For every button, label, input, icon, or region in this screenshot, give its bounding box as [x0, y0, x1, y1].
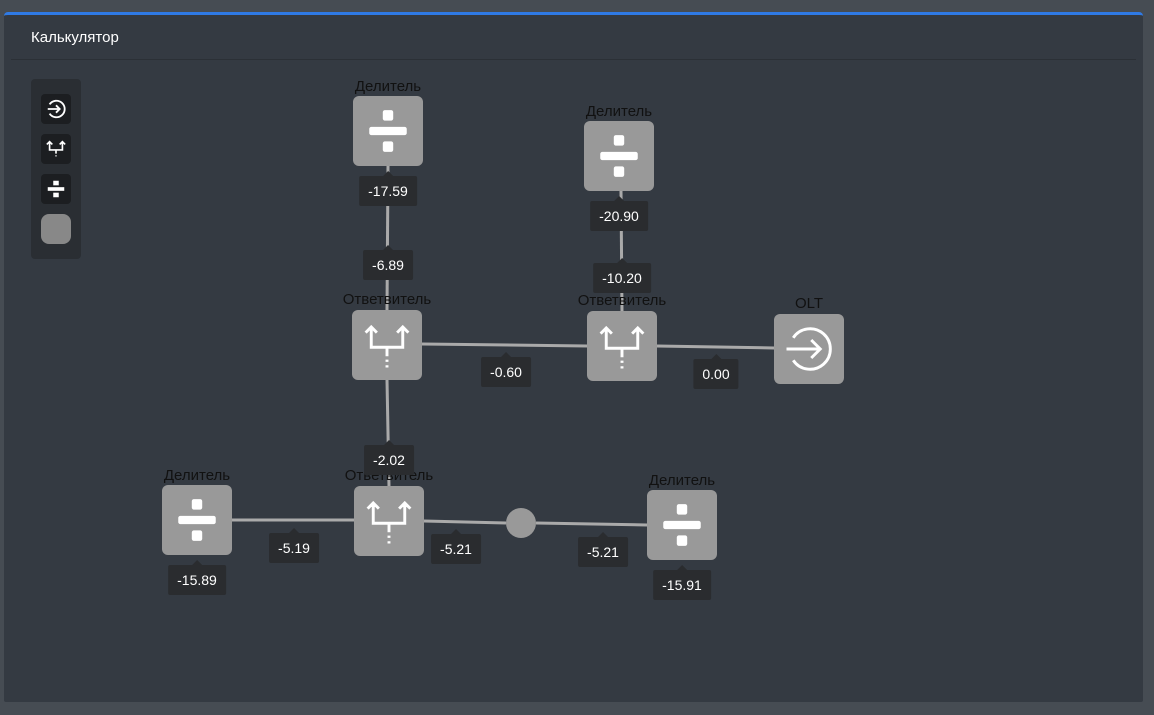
coupler-node[interactable]: [352, 310, 422, 380]
node-value: -17.59: [359, 171, 417, 206]
divider-icon: [178, 499, 216, 541]
node-label: Делитель: [585, 103, 653, 120]
node-label: Делитель: [163, 467, 231, 484]
add-divider-button[interactable]: [41, 174, 71, 204]
edge-value: -10.20: [593, 258, 651, 293]
coupler-icon: [46, 140, 66, 157]
divider-icon: [600, 135, 638, 177]
edge-value: -0.60: [481, 352, 531, 387]
header-divider: [11, 59, 1136, 60]
edge-value: -5.19: [269, 528, 319, 563]
divider-icon: [47, 180, 65, 198]
divider-icon: [663, 504, 701, 546]
add-junction-button[interactable]: [41, 214, 71, 244]
edge-coup3-junction[interactable]: [423, 519, 507, 525]
divider-node[interactable]: [353, 96, 423, 166]
edge-value: -2.02: [364, 440, 414, 475]
node-value: -15.89: [168, 560, 226, 595]
coupler-icon: [599, 325, 645, 369]
coupler-node[interactable]: [354, 486, 424, 556]
coupler-icon: [364, 324, 410, 368]
edge-value: -5.21: [578, 532, 628, 567]
edge-value: -5.21: [431, 529, 481, 564]
divider-icon: [369, 110, 407, 152]
node-label: Делитель: [648, 472, 716, 489]
edge-junction-div4[interactable]: [535, 521, 648, 527]
edge-value: -6.89: [363, 245, 413, 280]
node-label: Делитель: [354, 78, 422, 95]
node-label: OLT: [794, 295, 824, 312]
node-label: Ответвитель: [577, 292, 667, 309]
node-value: -20.90: [590, 196, 648, 231]
coupler-icon: [366, 500, 412, 544]
panel-title: Калькулятор: [31, 29, 119, 46]
olt-node[interactable]: [774, 314, 844, 384]
olt-icon: [47, 99, 66, 119]
node-toolbar: [31, 79, 81, 259]
node-value: -15.91: [653, 565, 711, 600]
divider-node[interactable]: [647, 490, 717, 560]
divider-node[interactable]: [584, 121, 654, 191]
junction-node[interactable]: [506, 508, 536, 538]
add-olt-button[interactable]: [41, 94, 71, 124]
edge-value: 0.00: [693, 354, 739, 389]
edge-coup1-coup2[interactable]: [421, 342, 588, 348]
add-coupler-button[interactable]: [41, 134, 71, 164]
coupler-node[interactable]: [587, 311, 657, 381]
node-label: Ответвитель: [342, 291, 432, 308]
olt-icon: [786, 327, 832, 371]
divider-node[interactable]: [162, 485, 232, 555]
edge-coup2-olt[interactable]: [656, 344, 775, 350]
